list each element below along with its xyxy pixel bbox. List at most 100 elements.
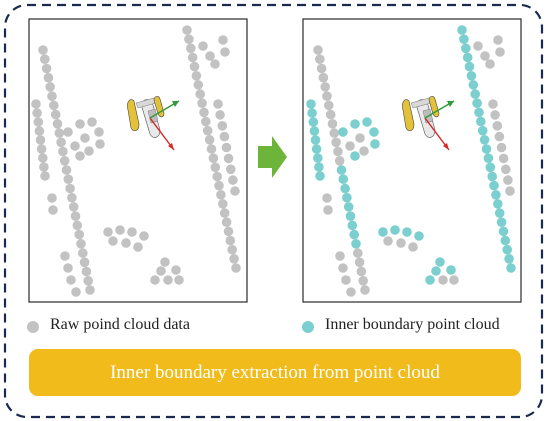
title-banner: Inner boundary extraction from point clo… [29, 349, 521, 396]
raw-point [174, 275, 184, 285]
remaining-point [315, 54, 325, 64]
raw-point [74, 229, 84, 240]
raw-point [66, 275, 76, 285]
raw-point [81, 266, 92, 277]
boundary-point [498, 226, 509, 237]
remaining-point [473, 41, 483, 51]
raw-point [75, 151, 85, 161]
raw-point [121, 238, 131, 248]
boundary-point [425, 275, 435, 285]
raw-point [191, 71, 202, 81]
boundary-point [306, 99, 316, 109]
raw-point [206, 144, 217, 154]
raw-point [71, 287, 81, 297]
legend-boundary-marker [302, 321, 314, 333]
raw-point [33, 117, 44, 127]
remaining-point [498, 153, 509, 164]
raw-point [198, 41, 208, 51]
remaining-point [322, 91, 332, 101]
raw-point [228, 175, 238, 185]
remaining-point [485, 59, 495, 69]
boundary-point [472, 98, 482, 108]
raw-point [127, 227, 137, 237]
remaining-point [341, 275, 351, 285]
remaining-point [449, 275, 459, 285]
right-arrow-icon [258, 136, 287, 178]
raw-point [60, 251, 70, 261]
raw-point [229, 253, 239, 264]
raw-point [79, 257, 90, 268]
boundary-point [431, 266, 441, 276]
raw-point [94, 127, 104, 137]
raw-point [195, 89, 205, 99]
boat-hull-yellow [127, 99, 140, 132]
raw-point [213, 99, 223, 109]
raw-point [208, 153, 219, 163]
raw-point [36, 144, 47, 154]
remaining-point [503, 175, 513, 185]
boundary-point [349, 229, 360, 240]
raw-point [227, 244, 237, 255]
raw-point [35, 135, 46, 145]
boundary-point [402, 227, 412, 237]
remaining-point [359, 146, 369, 156]
remaining-point [492, 121, 503, 131]
raw-point [103, 227, 113, 237]
boundary-point [308, 117, 319, 127]
raw-point [133, 242, 143, 252]
raw-point [223, 153, 234, 164]
raw-point [171, 265, 181, 275]
boundary-point [494, 208, 505, 218]
remaining-point [320, 82, 331, 92]
remaining-point [327, 119, 338, 129]
boat-icon-result [402, 96, 455, 151]
remaining-point [358, 276, 369, 286]
raw-point [182, 25, 192, 35]
raw-point [80, 133, 90, 143]
banner-text: Inner boundary extraction from point clo… [110, 361, 440, 383]
raw-point [108, 236, 118, 246]
boundary-point [338, 174, 349, 184]
remaining-point [335, 251, 345, 261]
raw-point [202, 125, 213, 136]
raw-point [220, 47, 230, 57]
boundary-point [474, 107, 484, 118]
raw-point [38, 45, 48, 55]
boundary-point [347, 220, 358, 231]
raw-point [189, 61, 200, 72]
remaining-point [331, 137, 341, 148]
boundary-point [414, 231, 424, 241]
remaining-point [356, 266, 367, 277]
green-axis-arrowhead [447, 101, 454, 107]
remaining-point [323, 205, 333, 215]
remaining-point [316, 63, 327, 74]
legend-boundary-label: Inner boundary point cloud [325, 316, 500, 333]
raw-point [72, 220, 83, 231]
raw-point [210, 162, 221, 173]
raw-point [163, 275, 173, 285]
raw-point [186, 43, 196, 54]
boundary-point [370, 139, 380, 149]
raw-point [231, 263, 241, 273]
raw-point [217, 121, 228, 131]
raw-point [83, 276, 93, 286]
remaining-point [325, 109, 336, 120]
boundary-point [506, 263, 516, 273]
raw-point [204, 135, 215, 145]
boundary-point [310, 135, 321, 145]
raw-point [219, 208, 230, 218]
boundary-point [477, 125, 488, 136]
raw-point [52, 119, 63, 129]
boundary-point [340, 183, 350, 194]
boundary-point [461, 43, 471, 54]
raw-point [210, 59, 220, 69]
remaining-point [334, 156, 345, 166]
outer-dashed-frame [3, 3, 544, 419]
remaining-point [329, 128, 340, 138]
boundary-point [343, 202, 354, 212]
raw-point [187, 52, 198, 63]
raw-point [87, 117, 97, 127]
remaining-point [338, 263, 348, 273]
raw-point [218, 199, 228, 209]
